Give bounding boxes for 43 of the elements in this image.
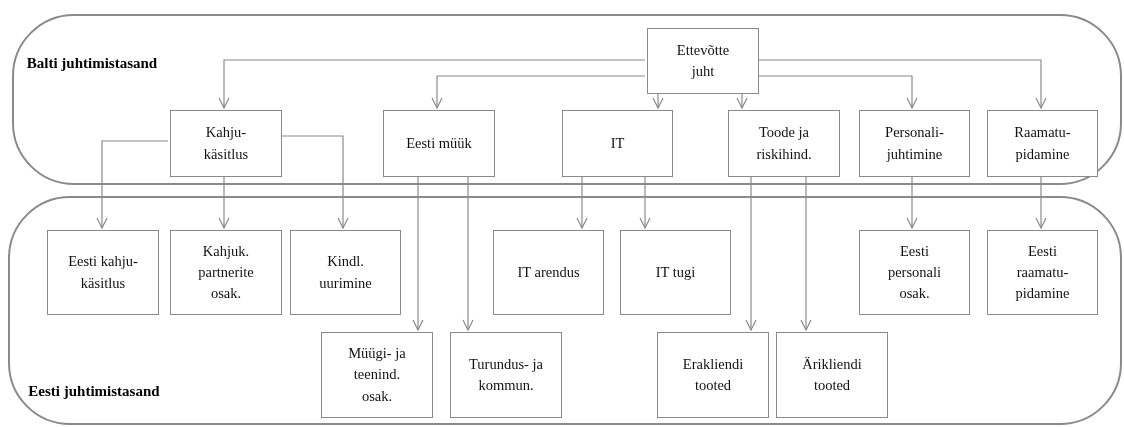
unit-box (728, 110, 840, 177)
unit-box (859, 230, 970, 315)
unit-label: Müügi- ja teenind. osak. (347, 344, 407, 406)
unit-box (493, 230, 604, 315)
unit-box (987, 230, 1098, 315)
unit-label: Eesti kahju-käsitlus (67, 252, 139, 293)
unit-label: Raamatu-pidamine (1013, 123, 1072, 164)
unit-box (170, 110, 282, 177)
unit-box (987, 110, 1098, 177)
level-band (12, 14, 1122, 185)
unit-box (321, 332, 433, 418)
unit-box (776, 332, 888, 418)
unit-label: Ärikliendi tooted (801, 355, 863, 395)
level-label: Eesti juhtimistasand (27, 382, 161, 401)
unit-box (450, 332, 562, 418)
unit-label: Kindl. uurimine (318, 252, 373, 293)
connector-arrow (96, 140, 169, 229)
connector-arrow (218, 59, 646, 109)
unit-box (290, 230, 401, 315)
unit-label: Personali-juhtimine (884, 123, 945, 164)
unit-box (562, 110, 673, 177)
connector-arrow (431, 75, 646, 109)
unit-box (620, 230, 731, 315)
unit-box (383, 110, 495, 177)
unit-label: Eesti personali osak. (886, 241, 943, 303)
unit-box (647, 28, 759, 94)
unit-label: Eesti müük (406, 134, 472, 153)
unit-label: IT (610, 134, 625, 153)
unit-label: IT arendus (517, 263, 580, 282)
level-label: Balti juhtimistasand (25, 54, 159, 73)
unit-label: Kahju-käsitlus (202, 123, 250, 164)
unit-label: Ettevõtte juht (675, 41, 731, 81)
unit-box (859, 110, 970, 177)
unit-box (47, 230, 159, 315)
level-band (8, 196, 1122, 425)
unit-box (657, 332, 769, 418)
unit-box (170, 230, 282, 315)
unit-label: Erakliendi tooted (681, 355, 745, 395)
unit-label: IT tugi (655, 263, 696, 282)
unit-label: Kahjuk. partnerite osak. (197, 241, 255, 303)
unit-label: Toode ja riskihind. (755, 123, 813, 164)
unit-label: Turundus- ja kommun. (468, 355, 544, 395)
unit-label: Eesti raamatu-pidamine (1014, 241, 1071, 303)
